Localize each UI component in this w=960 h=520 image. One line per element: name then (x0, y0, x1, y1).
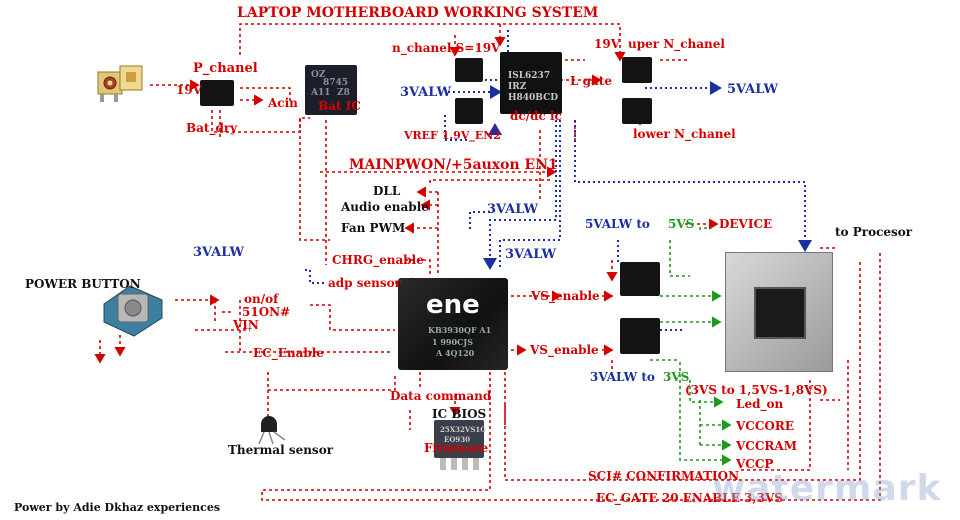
label-fan-pwm: Fan PWM (341, 221, 406, 235)
label-3valw-top: 3VALW (400, 85, 452, 100)
label-thermal-sensor: Thermal sensor (228, 443, 334, 457)
power-button-icon[interactable] (100, 278, 166, 340)
upper-n-channel-mosfet (622, 57, 652, 83)
bios-marking-2: EO930 (444, 435, 471, 444)
ene-marking-1: KB3930QF A1 (428, 325, 492, 335)
ene-marking-2: 1 990CJS (432, 337, 473, 347)
label-vs-enable-1: VS_enable (531, 289, 600, 303)
bios-marking-1: 25X32VS1G (440, 425, 487, 434)
dcdc-marking-1: ISL6237 (508, 71, 551, 81)
bat-ic-marking-4: Z8 (337, 88, 350, 98)
label-sci-confirmation: SCI# CONFIRMATION (588, 469, 740, 483)
label-dll: DLL (373, 184, 401, 198)
n-channel-mosfet-top (455, 58, 483, 82)
label-5valw-to: 5VALW to (585, 217, 650, 231)
label-bat-dry: Bat_dry (186, 121, 238, 135)
credit-text: Power by Adie Dkhaz experiences (14, 501, 221, 514)
label-n-chanel: n_chanel S=19V (392, 41, 501, 55)
label-power-button: POWER BUTTON (25, 277, 141, 291)
red-wire-group (94, 23, 881, 501)
label-vin: VIN (233, 318, 259, 332)
label-dcdc-ic: dc/dc ic (510, 109, 562, 123)
label-3vs-range: (3VS to 1,5VS-1,8VS) (685, 383, 828, 397)
ene-marking-3: A 4Q120 (436, 348, 475, 358)
label-19v-left: 19V (176, 83, 203, 97)
thermal-sensor-icon (255, 412, 291, 446)
label-l-gate: L gate (570, 74, 612, 88)
label-on-of: on/of (244, 292, 279, 306)
green-wire-group (650, 227, 732, 466)
label-device: DEVICE (719, 217, 773, 231)
dcdc-marking-3: H840BCD (508, 93, 559, 103)
watermark-text: watermark (712, 468, 942, 509)
label-vccram: VCCRAM (736, 439, 797, 453)
dcdc-ic-chip: ISL6237 IRZ H840BCD (500, 52, 562, 114)
label-3valw-mid2: 3VALW (505, 247, 557, 262)
label-ic-bios: IC BIOS (432, 407, 487, 421)
label-firmware: Firmware (424, 441, 489, 455)
label-data-command: Data command (390, 389, 492, 403)
vs-regulator-bottom (620, 318, 660, 354)
label-audio-enable: Audio enable (341, 200, 429, 214)
label-chrg-enable: CHRG_enable (332, 253, 424, 267)
ec-chip-ene: ene KB3930QF A1 1 990CJS A 4Q120 (398, 278, 508, 370)
vs-regulator-top (620, 262, 660, 296)
label-vs-enable-2: VS_enable (530, 343, 599, 357)
dcdc-marking-2: IRZ (508, 82, 527, 92)
processor-die (754, 287, 806, 339)
label-p-chanel: P_chanel (193, 61, 258, 76)
lower-n-channel-mosfet (622, 98, 652, 124)
label-5valw-out: 5VALW (727, 82, 779, 97)
p-channel-mosfet (200, 80, 234, 106)
processor-chip (725, 252, 833, 372)
label-51on: 51ON# (242, 305, 291, 319)
label-uper-n-chanel: uper N_chanel (628, 37, 725, 51)
label-5vs: 5VS (668, 217, 695, 231)
label-vref-en2: VREF 1.9V_EN2 (404, 129, 501, 142)
blue-wire-group (305, 30, 812, 331)
bat-ic-marking-2: 8745 (323, 78, 349, 88)
label-3valw-mid1: 3VALW (487, 202, 539, 217)
bios-chip: 25X32VS1G EO930 (434, 420, 487, 472)
label-3vs: 3VS (663, 370, 690, 384)
label-mainpwon: MAINPWON/+5auxon EN1 (349, 157, 558, 173)
label-to-procesor: to Procesor (835, 225, 913, 239)
label-adp-sensor: adp sensor (328, 276, 401, 290)
label-3valw-left: 3VALW (193, 245, 245, 260)
n-channel-mosfet-bottom (455, 98, 483, 124)
label-19v-right: 19V (594, 37, 621, 51)
label-vccore: VCCORE (736, 419, 794, 433)
label-acin: Acin (268, 96, 298, 110)
label-vccp: VCCP (736, 457, 774, 471)
label-ec-gate: EC_GATE 20 ENABLE 3,3VS (596, 491, 783, 505)
label-bat-ic: Bat IC (318, 99, 361, 113)
label-lower-n-chanel: lower N_chanel (633, 127, 736, 141)
label-3valw-to: 3VALW to (590, 370, 655, 384)
diagram-title: LAPTOP MOTHERBOARD WORKING SYSTEM (237, 5, 599, 21)
label-ec-enable: EC_Enable (253, 346, 324, 360)
bat-ic-marking-3: A11 (311, 88, 331, 98)
ene-logo: ene (426, 290, 480, 320)
battery-ic-chip: OZ 8745 A11 Z8 (305, 65, 357, 115)
dc-jack-icon (90, 60, 148, 108)
label-led-on: Led_on (736, 397, 784, 411)
bat-ic-marking-1: OZ (311, 70, 326, 80)
